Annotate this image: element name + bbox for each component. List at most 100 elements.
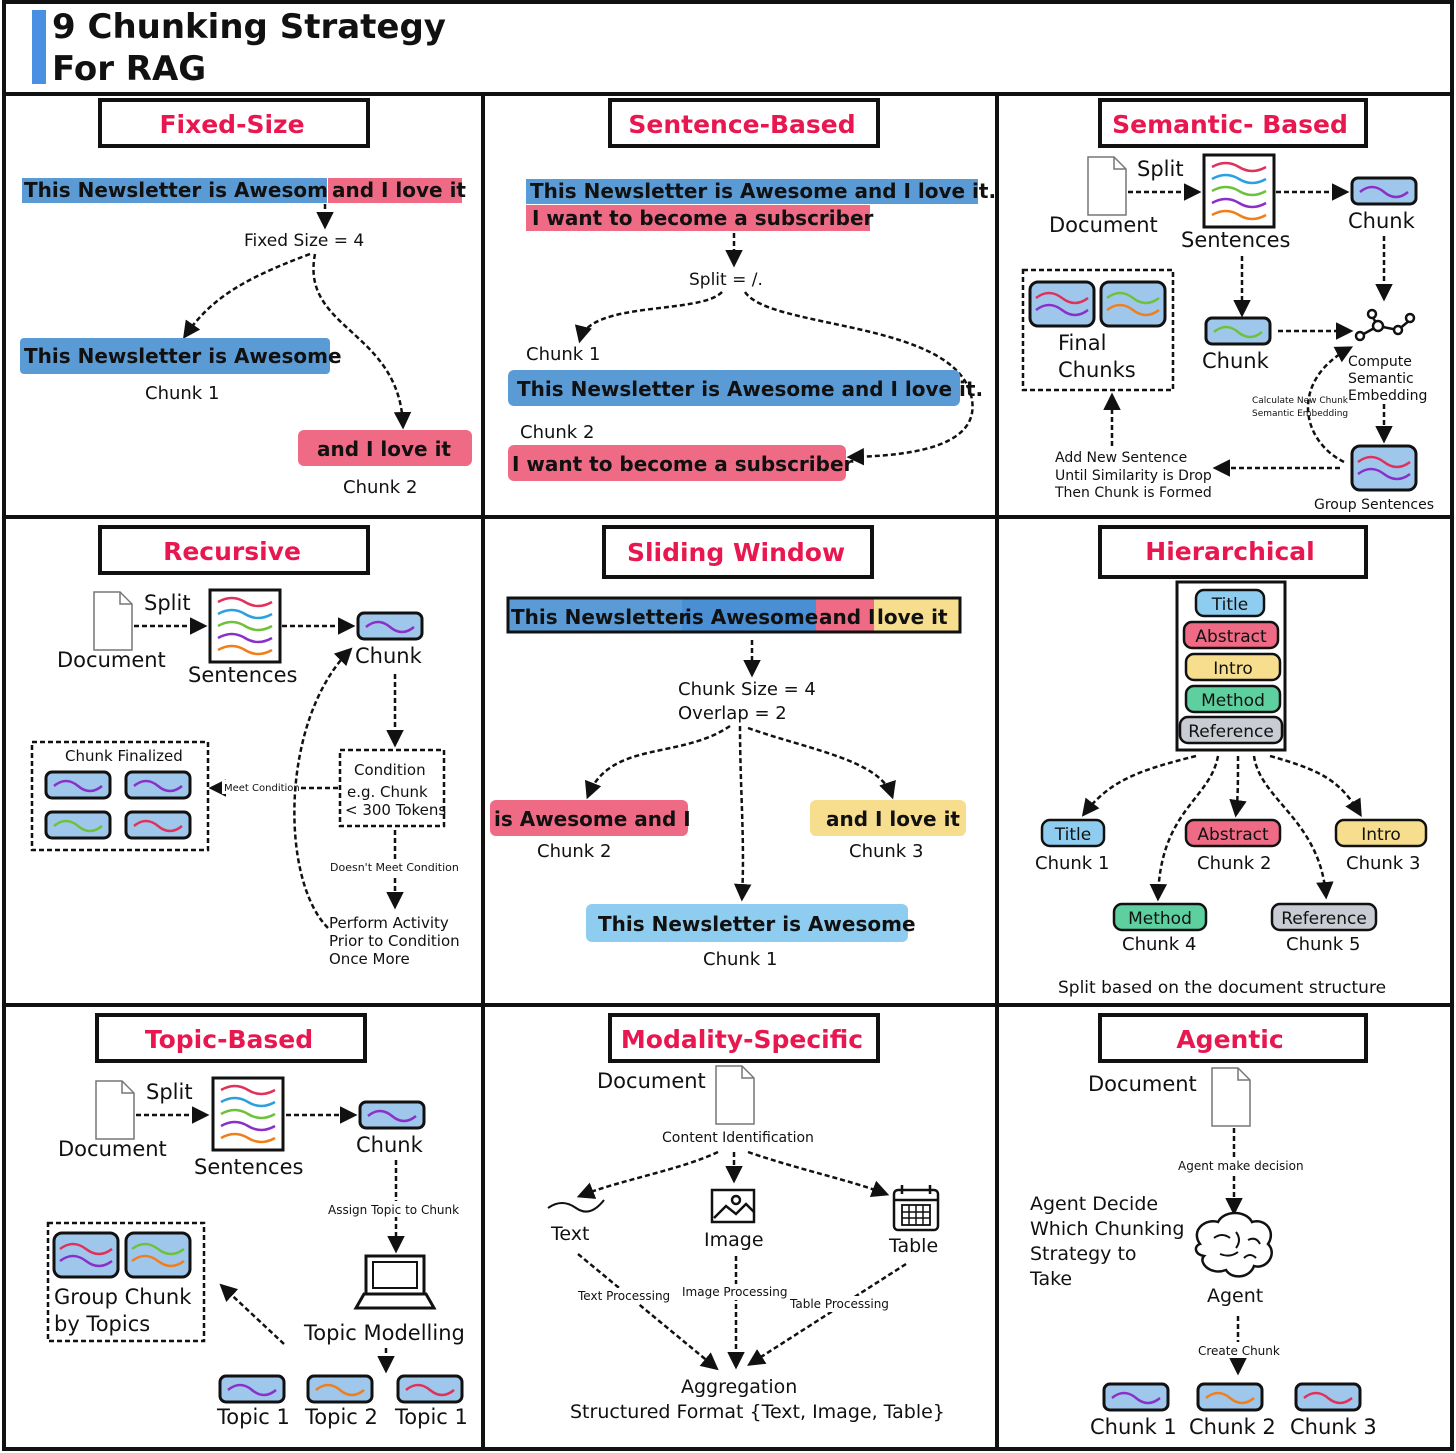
recursive-not-meet-label: Doesn't Meet Condition xyxy=(330,861,459,874)
agentic-c1: Chunk 1 xyxy=(1090,1415,1177,1439)
hier-c5-tag: Reference xyxy=(1281,909,1367,929)
semantic-final-2: Chunks xyxy=(1058,358,1136,382)
hier-c4-label: Chunk 4 xyxy=(1122,934,1196,955)
semantic-title-box xyxy=(1098,98,1368,148)
fixed-param: Fixed Size = 4 xyxy=(244,231,364,251)
fixed-input-pink xyxy=(328,178,462,203)
laptop-icon xyxy=(353,1254,437,1310)
topic-group-2: by Topics xyxy=(54,1312,150,1336)
semantic-document-label: Document xyxy=(1049,213,1158,237)
chunk-icon xyxy=(1204,316,1272,346)
chunk-icon xyxy=(124,1231,192,1279)
fixed-chunk2-text: and I love it xyxy=(317,437,451,461)
page-title-line2: For RAG xyxy=(52,49,206,89)
sliding-chunk1-text: This Newsletter is Awesome xyxy=(598,912,916,936)
fixed-chunk1-label: Chunk 1 xyxy=(145,383,219,404)
fixed-chunk1-text: This Newsletter is Awesome xyxy=(24,344,342,368)
modality-table-label: Table xyxy=(888,1235,938,1257)
sentence-title: Sentence-Based xyxy=(628,110,855,139)
sliding-param-2: Overlap = 2 xyxy=(678,703,787,724)
document-icon xyxy=(1087,156,1127,216)
semantic-add-2: Until Similarity is Drop xyxy=(1055,468,1212,484)
hier-c1-tag: Title xyxy=(1054,825,1091,845)
semantic-compute-2: Semantic xyxy=(1348,371,1414,387)
semantic-add-1: Add New Sentence xyxy=(1055,450,1187,466)
recursive-document-label: Document xyxy=(57,648,166,672)
semantic-split-label: Split xyxy=(1137,157,1184,181)
fixed-input-blue xyxy=(22,178,327,203)
chunk-icon xyxy=(1196,1382,1264,1412)
topic-modelling-label: Topic Modelling xyxy=(303,1321,465,1345)
recursive-perform-3: Once More xyxy=(329,950,410,968)
panel-sentence-based: Sentence-Based This Newsletter is Awesom… xyxy=(508,98,996,481)
panel-semantic-based: Semantic- Based Split Document Sentences… xyxy=(1021,98,1434,513)
semantic-calc-1: Calculate New Chunk xyxy=(1252,396,1349,406)
agentic-agent-label: Agent xyxy=(1207,1285,1263,1307)
document-icon xyxy=(1211,1067,1251,1127)
sliding-chunk2-box xyxy=(490,800,688,836)
chunk-icon xyxy=(1099,280,1167,328)
hier-item-3: Method xyxy=(1201,691,1265,711)
fixed-input-b: and I love it xyxy=(332,178,466,202)
sliding-seg2: is Awesome xyxy=(685,605,818,629)
semantic-group-label: Group Sentences xyxy=(1314,497,1434,513)
agentic-title: Agentic xyxy=(1176,1025,1283,1054)
chunk-icon xyxy=(44,810,112,840)
sentences-icon xyxy=(211,1076,285,1152)
hier-item-2: Intro xyxy=(1213,659,1252,679)
sliding-chunk3-box xyxy=(810,800,966,836)
graph-icon xyxy=(1354,308,1416,342)
fixed-chunk2-label: Chunk 2 xyxy=(343,477,417,498)
recursive-title-box xyxy=(98,525,370,575)
recursive-chunk-label: Chunk xyxy=(355,644,423,668)
topic-title: Topic-Based xyxy=(145,1025,313,1054)
sentence-param: Split = /. xyxy=(689,270,763,290)
sentences-icon xyxy=(1202,153,1276,229)
fixed-chunk1-box xyxy=(20,338,330,374)
topic-assign-label: Assign Topic to Chunk xyxy=(328,1203,459,1217)
sliding-seg4-box xyxy=(874,598,960,632)
chunk-icon xyxy=(52,1231,120,1279)
semantic-final-chunks-box xyxy=(1021,268,1175,392)
topic-t2: Topic 2 xyxy=(304,1405,378,1429)
modality-table-proc: Table Processing xyxy=(789,1297,889,1311)
semantic-compute-3: Embedding xyxy=(1348,388,1427,404)
sentence-chunk2-label: Chunk 2 xyxy=(520,422,594,443)
modality-identify-label: Content Identification xyxy=(662,1130,814,1146)
panel-fixed-size: Fixed-Size This Newsletter is Awesome an… xyxy=(20,98,472,498)
chunk-icon xyxy=(44,770,112,800)
text-icon xyxy=(547,1199,605,1213)
fixed-chunk2-box xyxy=(298,430,472,466)
modality-text-label: Text xyxy=(550,1223,589,1245)
document-icon xyxy=(95,1080,135,1140)
agentic-decide-4: Take xyxy=(1029,1268,1072,1290)
topic-group-1: Group Chunk xyxy=(54,1285,192,1309)
chunk-icon xyxy=(1350,444,1418,492)
semantic-chunk-top-label: Chunk xyxy=(1348,209,1416,233)
image-icon xyxy=(710,1188,756,1224)
sliding-seg3: and I xyxy=(819,605,875,629)
chunk-icon xyxy=(356,611,424,641)
chunk-icon xyxy=(1102,1382,1170,1412)
sentence-chunk1-box xyxy=(508,370,960,406)
modality-image-proc: Image Processing xyxy=(682,1285,787,1299)
sliding-seg4: love it xyxy=(877,605,948,629)
agentic-create-label: Create Chunk xyxy=(1198,1344,1280,1358)
document-icon xyxy=(715,1065,755,1125)
modality-text-proc: Text Processing xyxy=(577,1289,670,1303)
modality-title: Modality-Specific xyxy=(621,1025,863,1054)
chunk-icon xyxy=(124,810,192,840)
hier-c4-tag: Method xyxy=(1128,909,1192,929)
topic-split-label: Split xyxy=(146,1080,193,1104)
page-title-line1: 9 Chunking Strategy xyxy=(52,7,446,47)
table-icon xyxy=(892,1185,940,1232)
chunk-icon xyxy=(358,1100,426,1130)
document-icon xyxy=(93,591,133,651)
recursive-perform-2: Prior to Condition xyxy=(329,932,460,950)
chunk-icon xyxy=(396,1374,464,1404)
sliding-chunk3-label: Chunk 3 xyxy=(849,841,923,862)
modality-document-label: Document xyxy=(597,1069,706,1093)
recursive-finalized-label: Chunk Finalized xyxy=(65,747,183,765)
